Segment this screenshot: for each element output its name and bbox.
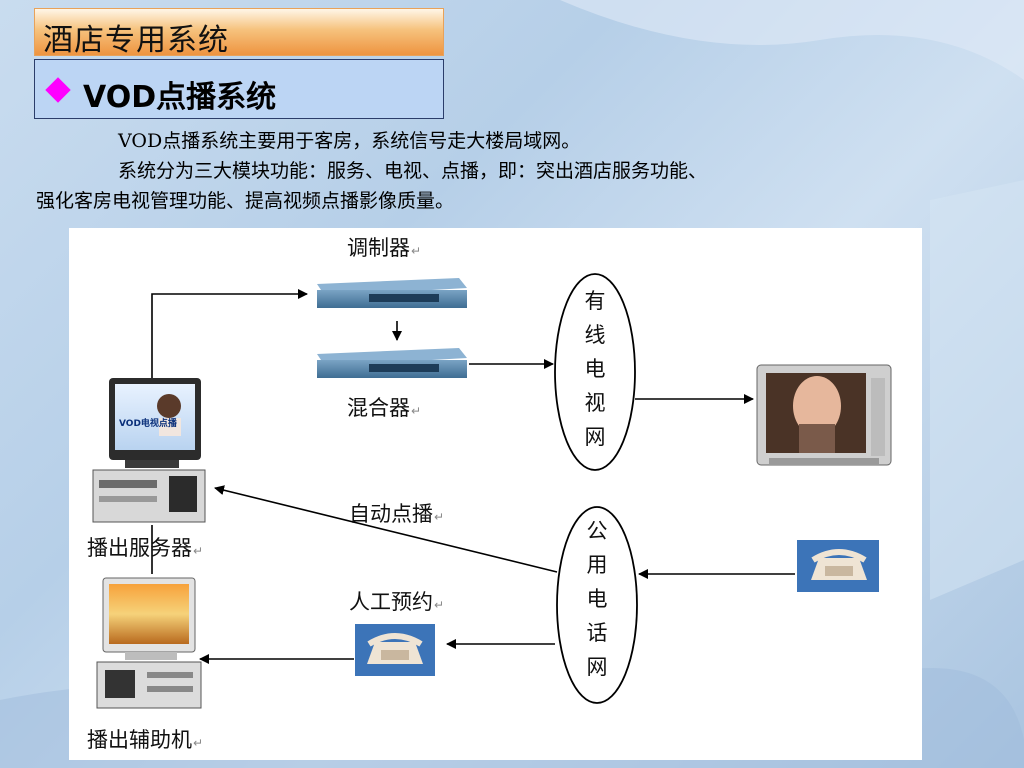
mixer-label: 混合器↵ <box>347 396 422 420</box>
section-title: VOD点播系统 <box>83 80 277 115</box>
header-bar: 酒店专用系统 <box>34 8 444 58</box>
cable-tv-network-ellipse <box>554 273 636 471</box>
public-phone-network-ellipse <box>556 506 638 704</box>
auto-vod-label: 自动点播↵ <box>349 502 445 526</box>
paragraph-line-2: 系统分为三大模块功能：服务、电视、点播，即：突出酒店服务功能、 <box>118 160 708 182</box>
modulator-device-icon <box>317 278 467 308</box>
public-phone-network-label: 公 用 电 话 网 <box>586 519 608 679</box>
television-icon <box>756 364 892 466</box>
aux-computer-icon <box>96 577 202 709</box>
aux-machine-label: 播出辅助机↵ <box>87 728 204 752</box>
header-title: 酒店专用系统 <box>43 23 229 58</box>
cable-tv-network-label: 有 线 电 视 网 <box>584 289 606 449</box>
broadcast-server-label: 播出服务器↵ <box>87 536 204 560</box>
monitor-screen-text: VOD电视点播 <box>119 417 178 429</box>
modulator-label: 调制器↵ <box>347 236 422 260</box>
broadcast-server-computer-icon <box>92 378 206 523</box>
diamond-bullet-icon <box>45 77 71 103</box>
mixer-device-icon <box>317 348 467 378</box>
diagram-svg: VOD电视点播 <box>92 273 892 709</box>
section-title-box: VOD点播系统 <box>34 59 444 119</box>
manual-booking-label: 人工预约↵ <box>349 590 445 614</box>
paragraph-line-3: 强化客房电视管理功能、提高视频点播影像质量。 <box>36 190 455 212</box>
diagram-panel: VOD电视点播 <box>69 228 922 760</box>
connector-lines <box>151 289 795 664</box>
telephone-icon-right <box>797 540 879 592</box>
telephone-icon-middle <box>355 624 435 676</box>
paragraph-line-1: VOD点播系统主要用于客房，系统信号走大楼局域网。 <box>118 130 581 152</box>
